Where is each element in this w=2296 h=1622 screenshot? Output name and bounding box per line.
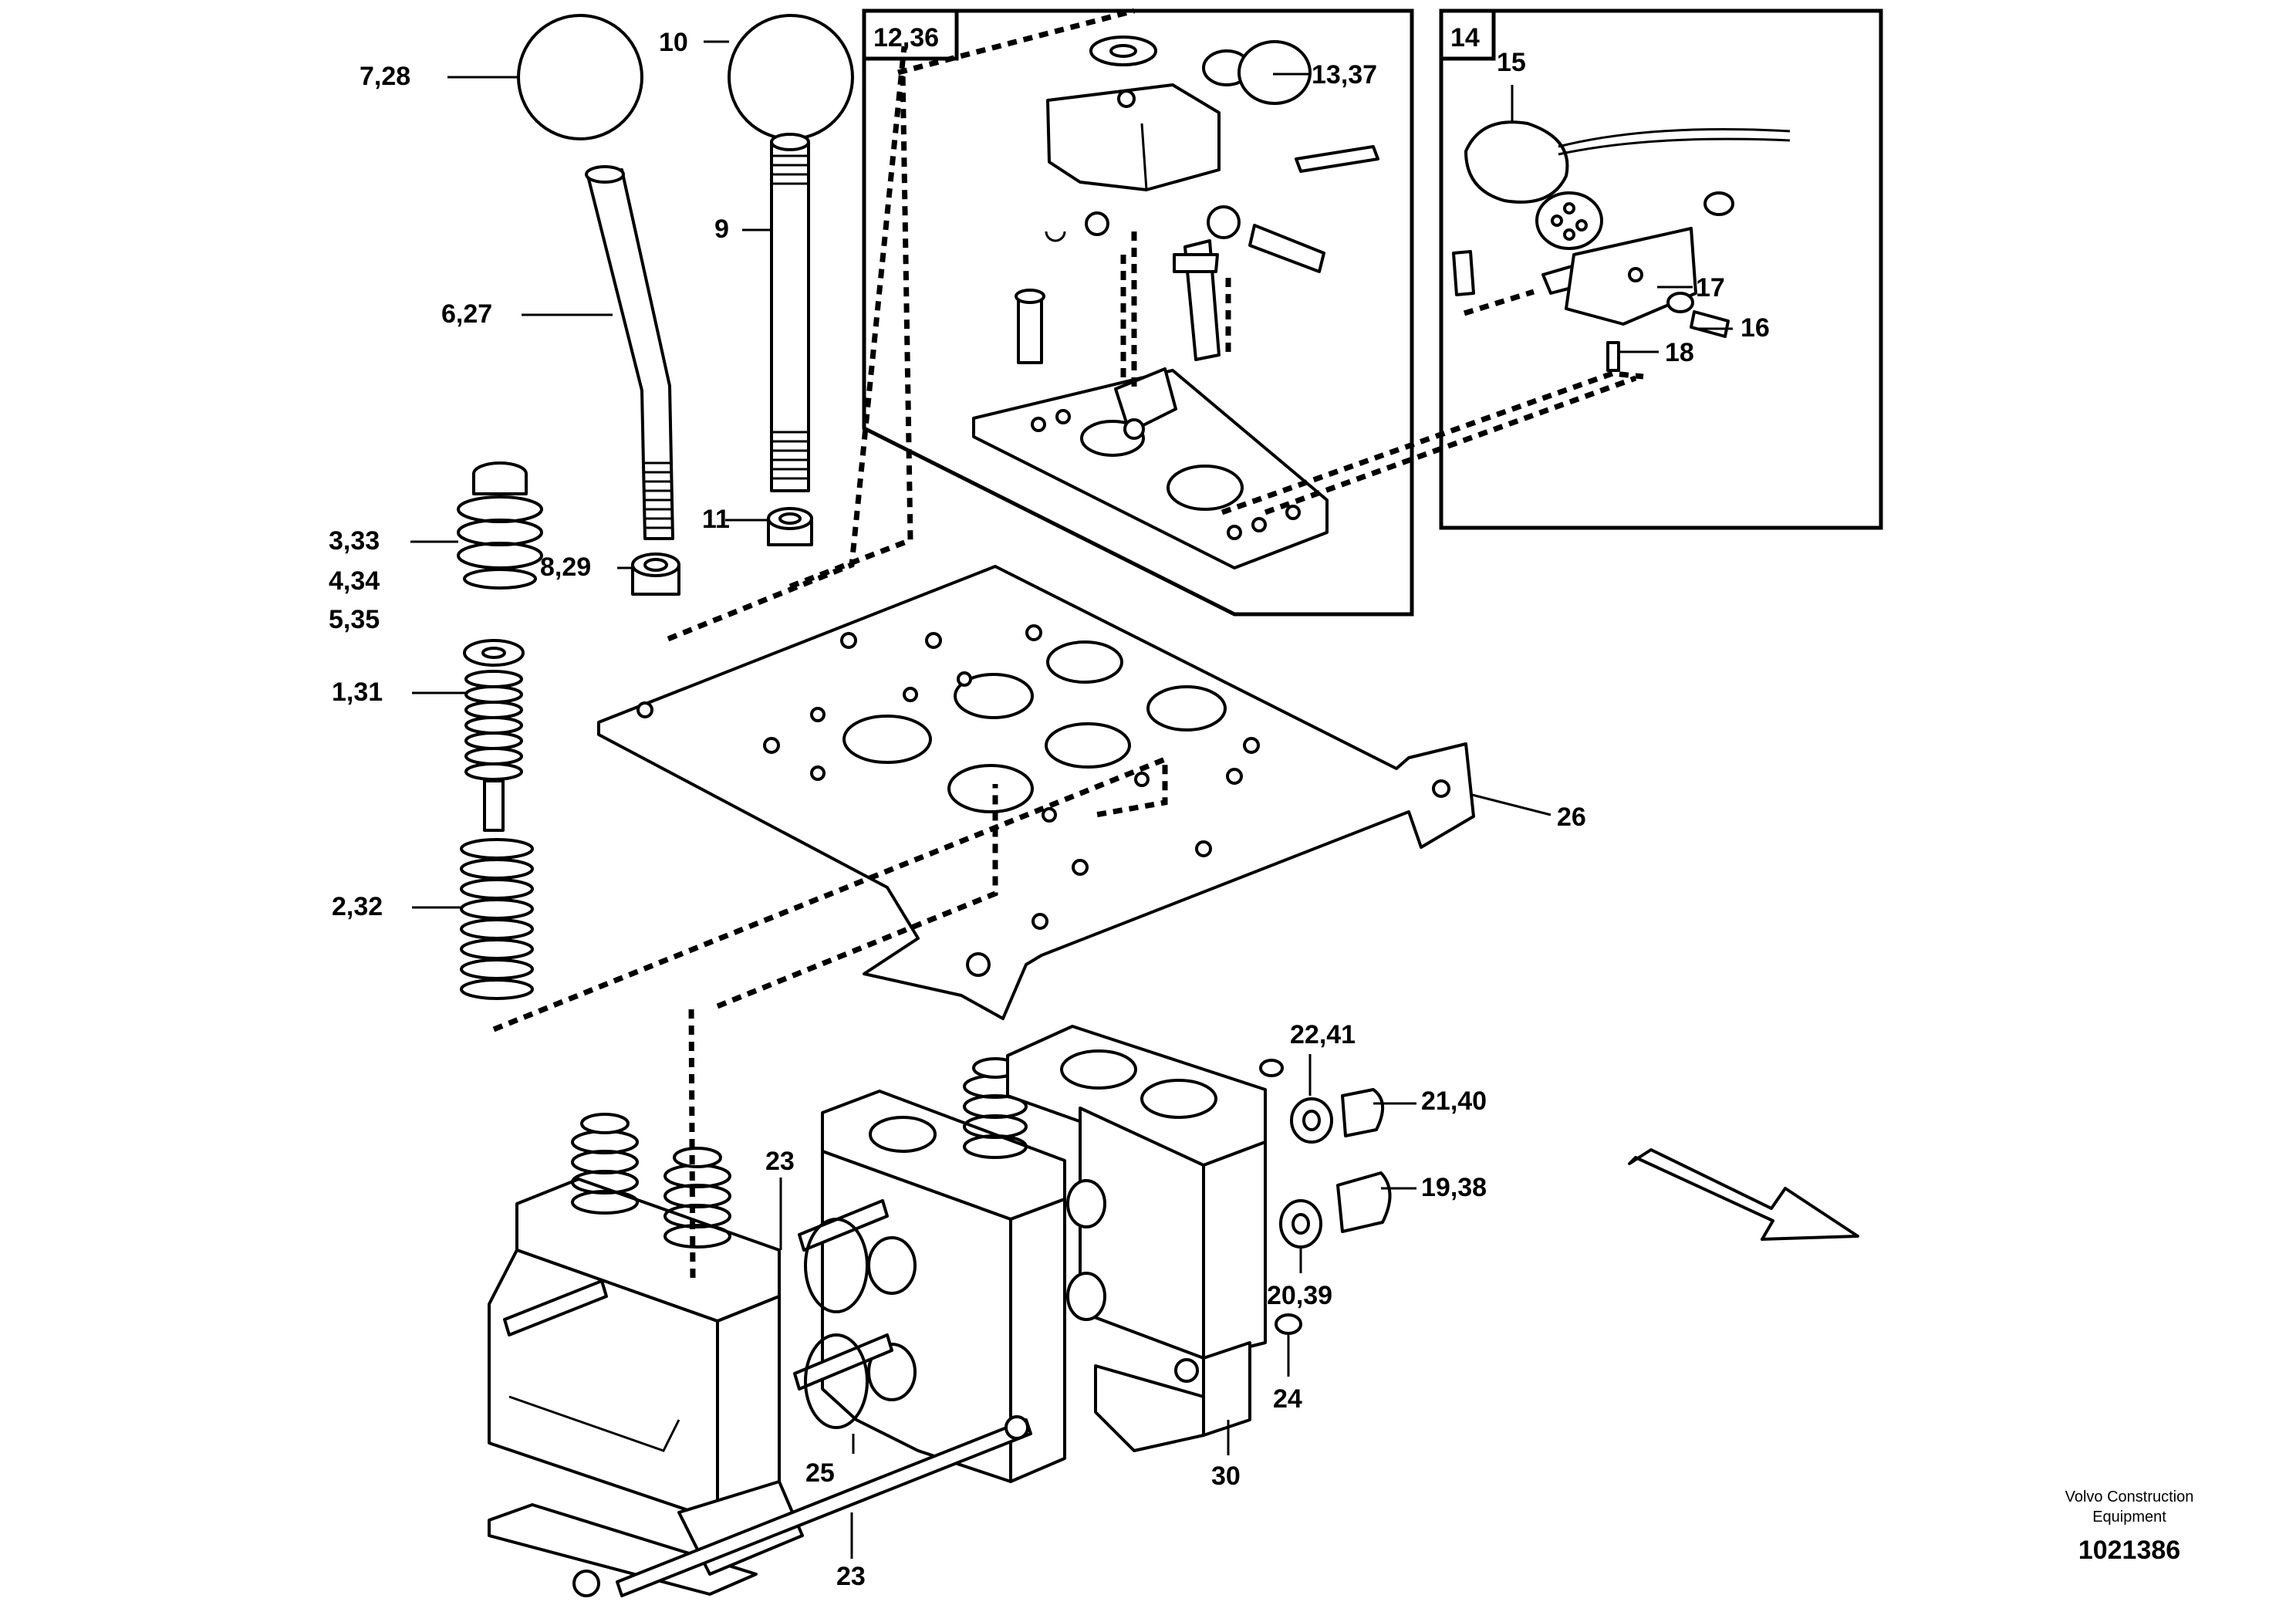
knob-7-28: [517, 14, 643, 140]
callout-3-33: 3,33: [329, 526, 380, 556]
callout-20-39: 20,39: [1267, 1281, 1332, 1310]
callout-18: 18: [1665, 338, 1694, 367]
callout-23-bottom: 23: [836, 1562, 866, 1591]
callout-4-34: 4,34: [329, 566, 380, 596]
callout-1-31: 1,31: [332, 678, 383, 707]
callout-12-36: 12,36: [873, 23, 939, 52]
callout-8-29: 8,29: [540, 552, 591, 582]
callout-11: 11: [702, 505, 730, 534]
callout-16: 16: [1741, 313, 1770, 343]
bent-lever-6-27: [585, 165, 674, 540]
detail-frame-12-36: [862, 8, 1414, 617]
callout-17: 17: [1696, 273, 1725, 302]
knob-10: [728, 14, 854, 140]
callout-14: 14: [1450, 23, 1480, 52]
callout-24: 24: [1273, 1384, 1302, 1414]
callout-22-41: 22,41: [1290, 1020, 1356, 1049]
document-number: 1021386: [2078, 1536, 2180, 1565]
callout-25: 25: [805, 1458, 835, 1488]
callout-26: 26: [1557, 803, 1586, 832]
detail-frame-14: [1439, 8, 1883, 530]
callout-10: 10: [659, 28, 688, 57]
callout-19-38: 19,38: [1421, 1173, 1487, 1202]
spring-2-32: [460, 838, 534, 1000]
footer-brand: Volvo Construction Equipment 1021386: [2065, 1489, 2194, 1565]
tie-rods-23: [503, 1199, 1199, 1597]
buzzer-15: [1464, 120, 1603, 250]
plug-19-38: [1279, 1171, 1392, 1249]
o-rings-25: [804, 1218, 869, 1429]
callout-21-40: 21,40: [1421, 1086, 1487, 1116]
leader-lines: [410, 40, 1733, 1559]
plunger-1-31: [464, 670, 523, 832]
callout-6-27: 6,27: [441, 299, 492, 329]
callout-2-32: 2,32: [332, 892, 383, 921]
callout-23-top: 23: [765, 1147, 795, 1176]
callout-7-28: 7,28: [360, 62, 410, 91]
spring-cap-3-33: [457, 461, 543, 590]
brand-line-1: Volvo Construction: [2065, 1489, 2194, 1505]
callout-9: 9: [714, 215, 729, 244]
callout-13-37: 13,37: [1312, 60, 1377, 90]
nut-24: [1275, 1313, 1302, 1335]
direction-arrow-icon: [1628, 1148, 1859, 1241]
valve-section-1: [488, 1113, 804, 1596]
assembly-lines: [492, 8, 1644, 1279]
nut-11: [767, 507, 813, 546]
valve-section-3: [1006, 1025, 1267, 1452]
detail-12-36-parts: [972, 35, 1379, 569]
straight-lever-9: [770, 133, 810, 492]
callout-5-35: 5,35: [329, 605, 380, 634]
knob-13-37: [1202, 40, 1312, 105]
plug-21-40: [1259, 1059, 1384, 1144]
brand-line-2: Equipment: [2092, 1509, 2166, 1526]
valve-section-2: [821, 1057, 1066, 1483]
callout-labels: 7,28 10 9 6,27 3,33 4,34 5,35 8,29 11 1,…: [329, 23, 1770, 1591]
mounting-plate-26: [597, 565, 1475, 1020]
detail-14-parts: [1452, 120, 1791, 372]
nut-8-29: [631, 552, 680, 596]
callout-15: 15: [1497, 48, 1526, 77]
washer-1-31: [463, 639, 525, 667]
callout-30: 30: [1211, 1461, 1241, 1491]
